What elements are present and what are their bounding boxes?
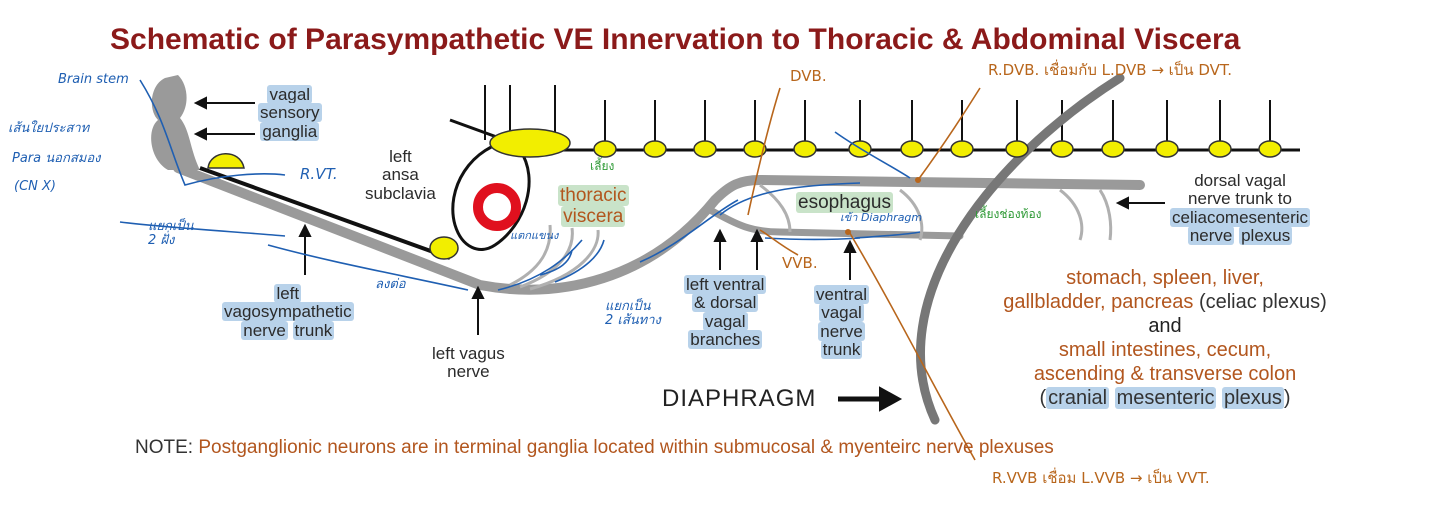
footer-note: NOTE: Postganglionic neurons are in term… [135,437,1054,458]
brain-stem-shape [151,75,200,170]
left-vagus-nerve-label: left vagus nerve [432,344,505,382]
left-ventral-dorsal-label: left ventral & dorsal vagal branches [684,275,767,350]
annotation-thai-para: Para นอกสมอง [12,151,101,166]
annotation-feed-abdomen: เลี้ยงช่องท้อง [975,207,1042,221]
diaphragm-curve [915,73,1125,425]
abdominal-organs-block: stomach, spleen, liver, gallbladder, pan… [1003,267,1327,409]
ansa-subclavia-loop [451,138,531,251]
label-pointers [193,96,1165,412]
vagosympathetic-trunk [173,163,1145,295]
annotation-strokes-blue [119,79,921,291]
annotation-vvb: VVB. [782,254,818,272]
annotation-strokes-orange [747,87,981,461]
vagal-sensory-ganglia-label: vagal sensory ganglia [258,85,322,141]
sympathetic-black-trunk [199,166,451,260]
thoracic-branches [509,183,1113,291]
dorsal-vagal-trunk-label: dorsal vagal nerve trunk to celiacomesen… [1170,171,1311,246]
thoracic-viscera-label: thoracic viscera [558,185,629,227]
annotation-down-to: ลงต่อ [375,277,406,292]
annotation-to-diaphragm: เข้า Diaphragm [840,211,923,224]
left-ansa-subclavia-label: left ansa subclavia [365,147,436,203]
sympathetic-rami [484,85,1271,150]
annotation-split-sides: แยกเป็น 2 ฝั่ง [148,219,194,249]
annotation-branch: แตกแขนง [510,229,559,242]
annotation-dvb: DVB. [790,67,827,85]
annotation-rvt: R.VT. [300,165,338,183]
annotation-brain-stem: Brain stem [58,72,129,87]
annotation-thai-fiber: เส้นใยประสาท [8,121,90,136]
annotation-rdvb: R.DVB. เชื่อมกับ L.DVB → เป็น DVT. [988,61,1233,79]
ventral-vagal-trunk-label: ventral vagal nerve trunk [814,285,870,360]
annotation-cn-x: (CN X) [14,179,56,194]
annotation-split-paths: แยกเป็น 2 เส้นทาง [605,299,661,329]
annotation-feed-thoracic: เลี้ยง [590,159,615,173]
diaphragm-label: DIAPHRAGM [662,385,817,412]
esophagus-label: esophagus [796,192,893,213]
page-title: Schematic of Parasympathetic VE Innervat… [110,23,1241,56]
annotation-rvvb: R.VVB เชื่อม L.VVB → เป็น VVT. [992,469,1210,487]
left-vagosympathetic-label: left vagosympathetic nerve trunk [222,284,354,340]
subclavian-artery-ring [473,183,521,231]
